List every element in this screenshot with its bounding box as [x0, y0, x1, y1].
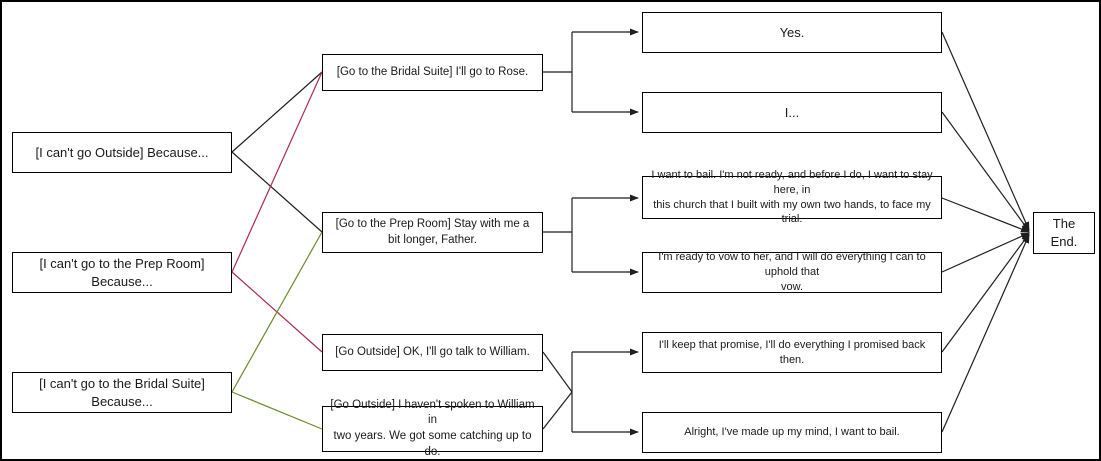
- node-blocked-bridal-suite[interactable]: [I can't go to the Bridal Suite] Because…: [12, 372, 232, 413]
- node-the-end[interactable]: The End.: [1033, 212, 1095, 254]
- edge-outside-to-preproom: [231, 151, 323, 233]
- node-reply-i[interactable]: I...: [642, 92, 942, 133]
- node-blocked-outside[interactable]: [I can't go Outside] Because...: [12, 132, 232, 173]
- edge-yes-to-end: [941, 31, 1030, 231]
- edge-preproom-to-rose: [231, 71, 323, 273]
- node-reply-made-up-mind[interactable]: Alright, I've made up my mind, I want to…: [642, 412, 942, 453]
- edge-i-to-end: [941, 111, 1030, 232]
- node-choice-outside-catchup[interactable]: [Go Outside] I haven't spoken to William…: [322, 399, 543, 458]
- edge-promise-to-end: [941, 233, 1030, 353]
- node-reply-vow[interactable]: I'm ready to vow to her, and I will do e…: [642, 251, 942, 293]
- node-choice-outside-ok[interactable]: [Go Outside] OK, I'll go talk to William…: [322, 334, 543, 371]
- edge-bridalsuite-to-preproom-choice: [231, 231, 323, 393]
- node-reply-yes[interactable]: Yes.: [642, 12, 942, 53]
- edge-vow-to-end: [941, 232, 1030, 273]
- edge-bail-to-end: [941, 197, 1030, 233]
- node-choice-prep-room[interactable]: [Go to the Prep Room] Stay with me a bit…: [322, 212, 543, 253]
- node-reply-keep-promise[interactable]: I'll keep that promise, I'll do everythi…: [642, 332, 942, 373]
- node-blocked-prep-room[interactable]: [I can't go to the Prep Room] Because...: [12, 252, 232, 293]
- edge-outside-to-rose: [231, 71, 323, 153]
- edge-bridalsuite-to-william-catchup: [231, 391, 323, 430]
- node-reply-bail-church[interactable]: I want to bail. I'm not ready, and befor…: [642, 169, 942, 225]
- edge-william-ok-stub: [542, 351, 573, 393]
- edge-bail-decided-to-end: [941, 234, 1030, 433]
- edge-william-catchup-stub: [542, 391, 573, 430]
- node-choice-bridal-suite[interactable]: [Go to the Bridal Suite] I'll go to Rose…: [322, 54, 543, 91]
